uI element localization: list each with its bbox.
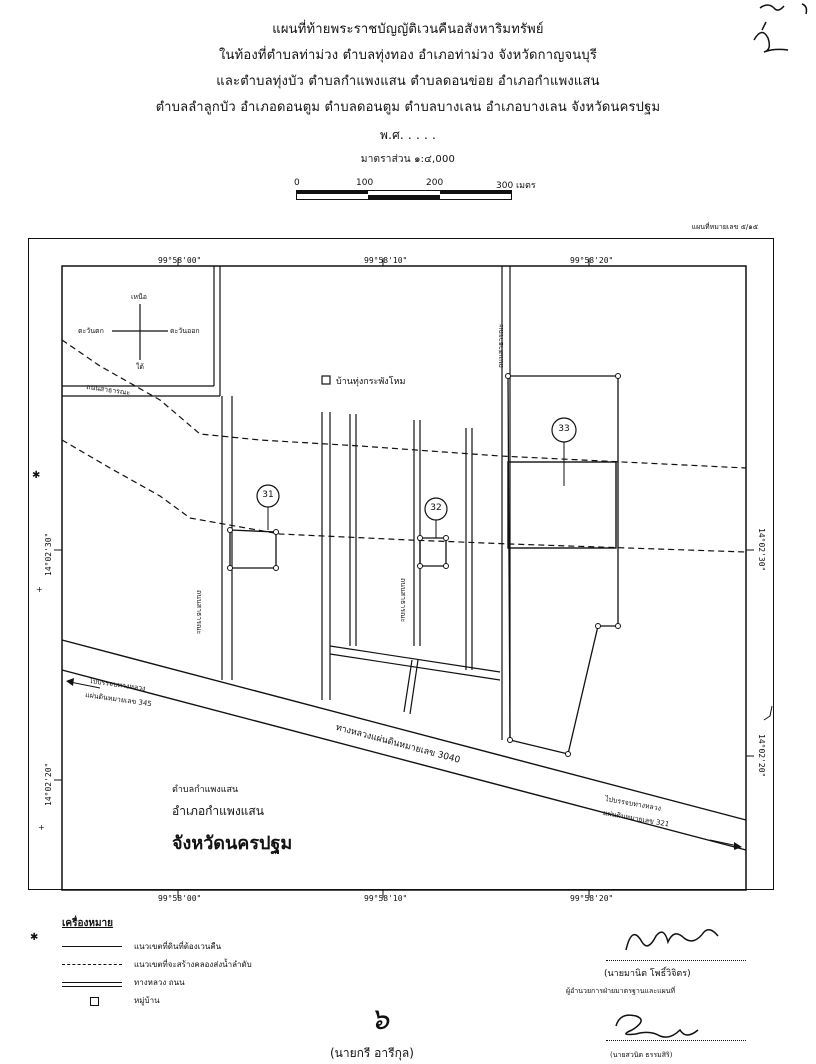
scale-tick-200: 200 (426, 178, 444, 188)
svg-text:+: + (38, 823, 45, 832)
district-tambon: ตำบลกำแพงแสน (172, 785, 239, 795)
signer-1-name: (นายมานิต โพธิ์วิจิตร) (604, 969, 691, 979)
scale-tick-100: 100 (356, 178, 374, 188)
coord-left-2: 14°02'20" (44, 762, 53, 806)
road-label-v3: ถนนสาธารณะ (497, 323, 505, 368)
coord-top-2: 99°58'10" (364, 256, 408, 265)
dashed-line-icon (62, 964, 122, 965)
coord-bottom-3: 99°58'20" (570, 894, 614, 903)
canal-line-lower (61, 439, 747, 553)
legend-label: แนวเขตที่ดินที่ต้องเวนคืน (134, 942, 222, 951)
coord-right-2: 14°02'20" (757, 734, 766, 778)
compass-north: เหนือ (131, 293, 147, 301)
legend-title: เครื่องหมาย (62, 918, 114, 929)
signer-2-name: (นายสวนิต ธรรมสิริ) (610, 1051, 673, 1059)
title-line-2: ในท้องที่ตำบลท่าม่วง ตำบลทุ่งทอง อำเภอท่… (218, 48, 598, 63)
margin-tick-icon (763, 705, 773, 721)
parcel-31-marker (256, 484, 280, 508)
legend-label: แนวเขตที่จะสร้างคลองส่งน้ำลำดับ (134, 960, 252, 969)
parcel-32-marker (424, 497, 448, 521)
svg-text:✱: ✱ (32, 470, 40, 481)
map-neatline (61, 265, 747, 891)
district-amphoe: อำเภอกำแพงแสน (172, 804, 264, 818)
coord-bottom-1: 99°58'00" (158, 894, 202, 903)
signature-2-icon (615, 1014, 699, 1038)
compass-south: ใต้ (136, 363, 144, 371)
scale-text: มาตราส่วน ๑:๔,000 (360, 154, 456, 165)
legend-label: หมู่บ้าน (134, 996, 160, 1005)
right-arrow-icon (709, 839, 739, 847)
parcel-31-label: 31 (262, 490, 274, 500)
highway-3040-north (61, 639, 747, 821)
parcel-33-marker (551, 417, 577, 443)
district-province: จังหวัดนครปฐม (172, 833, 293, 854)
village-square-icon (90, 997, 99, 1006)
coord-top-3: 99°58'20" (570, 256, 614, 265)
canal-line-upper (61, 339, 747, 469)
compass-west: ตะวันตก (78, 327, 104, 335)
title-line-4: ตำบลลำลูกบัว อำเภอดอนตูม ตำบลดอนตูม ตำบล… (155, 100, 661, 115)
svg-text:✱: ✱ (30, 932, 38, 943)
year-label: พ.ศ. . . . . (379, 128, 437, 142)
coord-right-1: 14°02'30" (757, 528, 766, 572)
handwritten-mark-icon (753, 3, 808, 53)
double-line-icon (62, 982, 122, 987)
scale-tick-0: 0 (294, 178, 300, 188)
road-label-v1: ถนนสาธารณะ (195, 590, 203, 635)
legend-label: ทางหลวง ถนน (134, 978, 185, 987)
village-label: บ้านทุ่งกระพังโหม (336, 377, 406, 387)
signer-1-title: ผู้อำนวยการฝ่ายมาตรฐานและแผนที่ (566, 987, 676, 995)
title-line-3: และตำบลทุ่งบัว ตำบลกำแพงแสน ตำบลดอนข่อย … (216, 74, 600, 89)
parcel-32 (419, 537, 447, 567)
left-arrow-icon (69, 681, 101, 689)
parcel-32-label: 32 (430, 503, 442, 513)
road-label-v2: ถนนสาธารณะ (399, 578, 407, 623)
village-square-icon (321, 375, 331, 385)
coord-left-1: 14°02'30" (44, 532, 53, 576)
title-line-1: แผนที่ท้ายพระราชบัญญัติเวนคืนอสังหาริมทร… (272, 22, 544, 37)
svg-text:+: + (36, 585, 43, 594)
parcel-31 (229, 529, 277, 569)
compass-east: ตะวันออก (170, 327, 200, 335)
signature-1-icon (625, 929, 719, 951)
coord-bottom-2: 99°58'10" (364, 894, 408, 903)
scale-bar (296, 190, 512, 202)
parcel-33-label: 33 (558, 424, 570, 434)
sheet-number: แผนที่หมายเลข ๕/๑๕ (691, 223, 758, 231)
scale-tick-300: 300 เมตร (496, 181, 536, 191)
page-mark: ๖ (370, 1002, 390, 1037)
bottom-name: (นายกรี อารีกุล) (330, 1046, 414, 1060)
highway-3040-south (61, 669, 747, 851)
solid-line-icon (62, 946, 122, 947)
coord-top-1: 99°58'00" (158, 256, 202, 265)
